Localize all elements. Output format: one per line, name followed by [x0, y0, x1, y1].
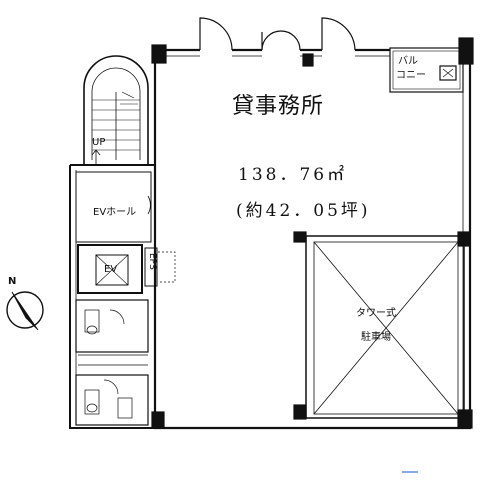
- column: [458, 37, 474, 65]
- parking-area: [305, 235, 465, 419]
- area-square-meters: 138．76㎡: [238, 165, 348, 185]
- column: [151, 411, 165, 429]
- column: [293, 404, 307, 420]
- column: [457, 409, 473, 429]
- elevator-label: EV: [104, 264, 118, 275]
- area-tsubo: (約42．05坪): [236, 201, 371, 221]
- column: [302, 53, 314, 67]
- office-title: 貸事務所: [232, 94, 325, 119]
- toilet-room-1: [75, 299, 149, 353]
- balcony-label-2: コニー: [396, 70, 426, 81]
- parking-cross: [313, 241, 459, 415]
- eps-shaft: [144, 247, 158, 287]
- door-swing-1: [199, 17, 233, 51]
- door-swing-3: [321, 17, 356, 51]
- elevator-car: [95, 254, 129, 286]
- eps-label: EPS: [147, 253, 157, 270]
- balcony-label-1: バル: [398, 56, 418, 67]
- balcony-unit: [439, 65, 457, 81]
- parking-label-1: タワー式: [356, 308, 396, 319]
- north-label: N: [8, 276, 17, 287]
- stair-up-label: UP: [92, 137, 106, 148]
- elevator-shaft: [77, 244, 143, 294]
- north-arrow-circle: [6, 291, 44, 329]
- parking-label-2: 駐車場: [361, 332, 391, 343]
- column: [151, 44, 167, 64]
- ev-hall: [75, 171, 152, 243]
- staircase: [83, 55, 149, 165]
- door-swing-2: [261, 30, 301, 51]
- column: [293, 231, 307, 243]
- core-wall: [69, 164, 155, 429]
- ev-hall-label: EVホール: [93, 207, 137, 218]
- toilet-room-2: [75, 374, 149, 426]
- north-arrow: [11, 291, 39, 331]
